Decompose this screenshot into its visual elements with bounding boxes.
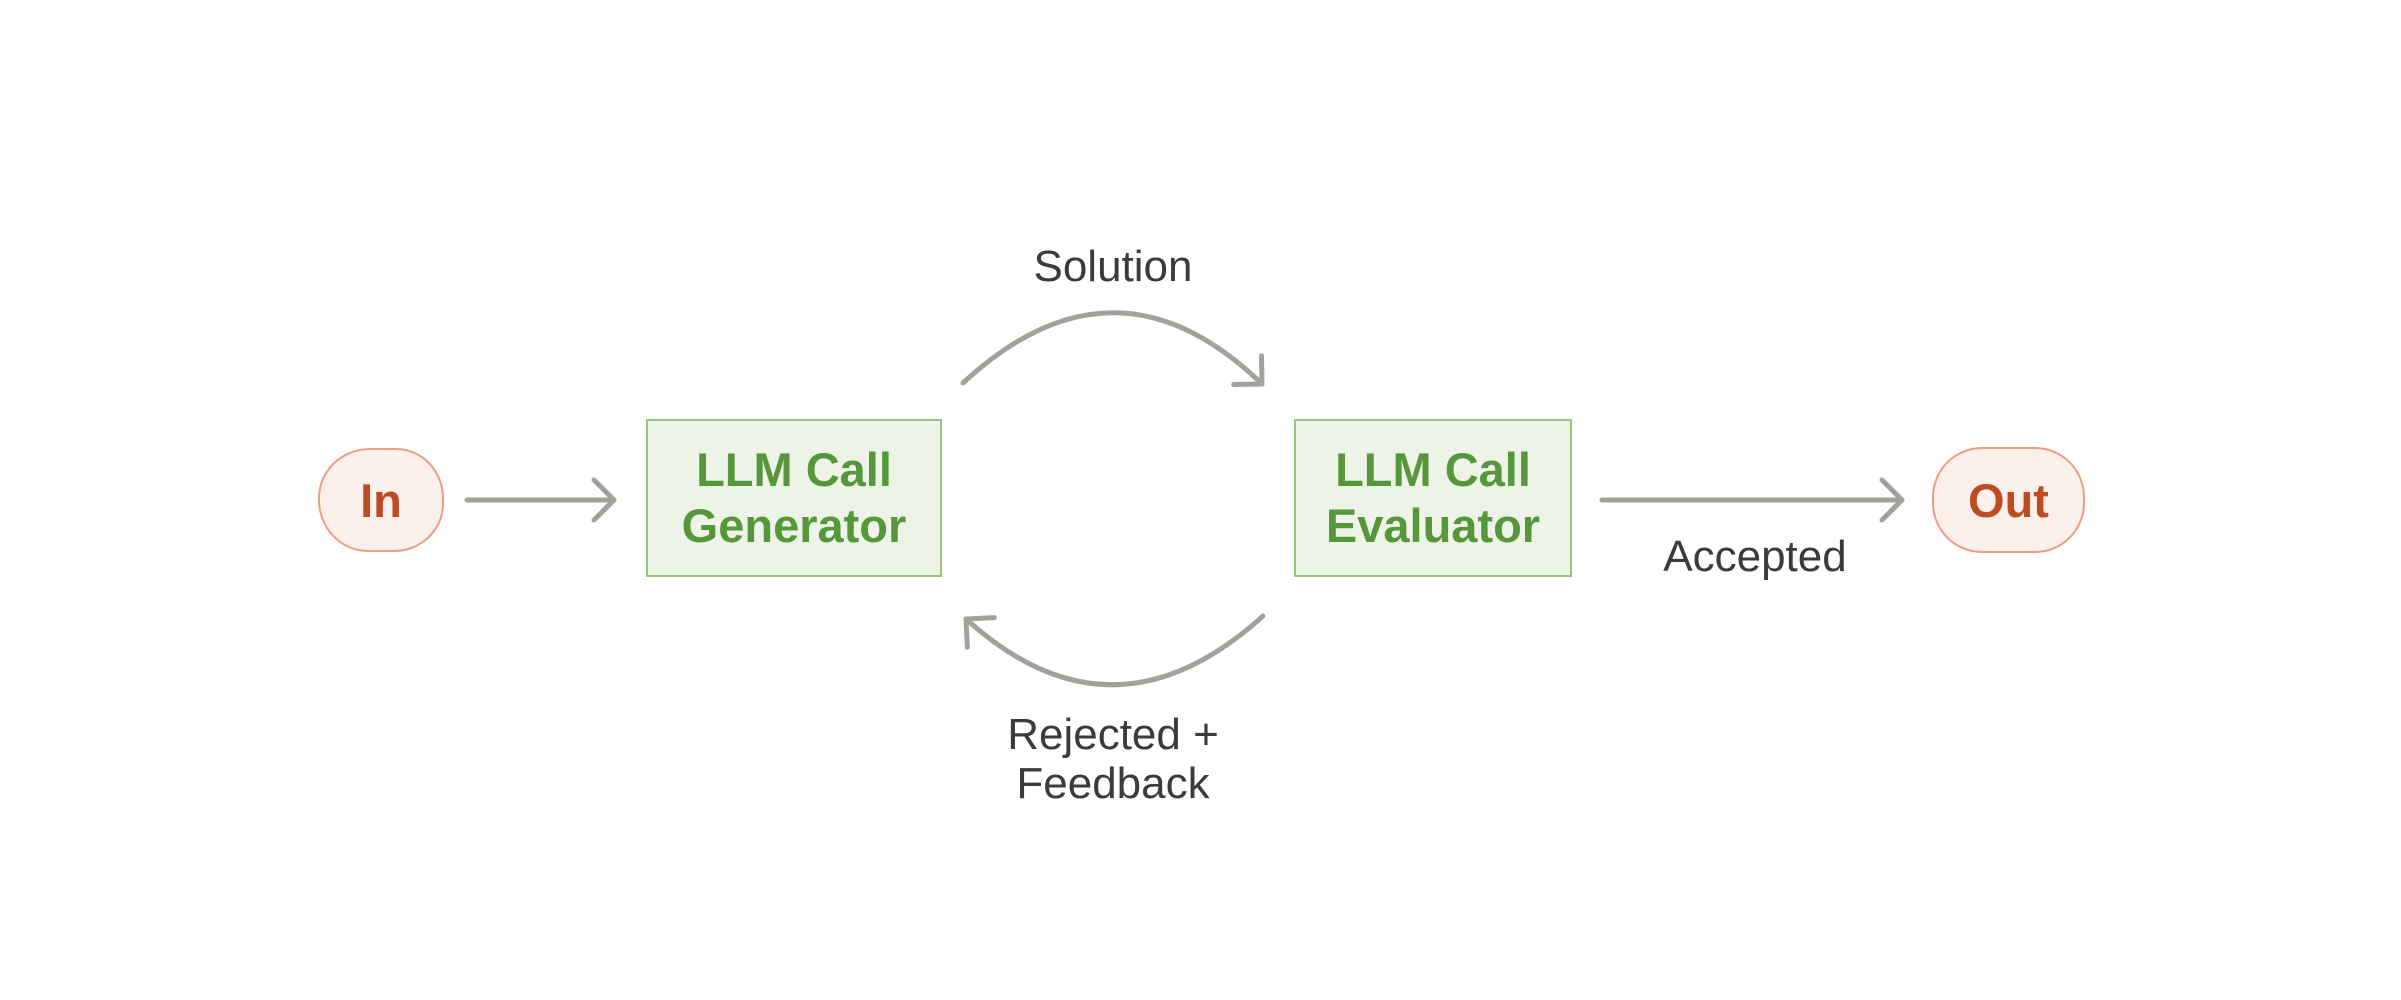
- edge-label-rejected-line2: Feedback: [1016, 759, 1210, 808]
- node-generator-label-line2: Generator: [681, 499, 907, 552]
- node-llm-call-generator: LLM Call Generator: [646, 419, 942, 577]
- node-evaluator-label-line1: LLM Call: [1335, 443, 1531, 496]
- node-out: Out: [1932, 447, 2085, 553]
- edge-label-rejected-feedback: Rejected + Feedback: [1007, 710, 1219, 808]
- node-llm-call-evaluator: LLM Call Evaluator: [1294, 419, 1572, 577]
- node-evaluator-label-line2: Evaluator: [1325, 499, 1541, 552]
- arrow-solution-curve: [960, 310, 1265, 388]
- node-in-label: In: [360, 473, 402, 527]
- arrow-rejected-feedback-curve: [963, 613, 1266, 688]
- node-in: In: [318, 448, 444, 552]
- edge-label-accepted: Accepted: [1663, 532, 1847, 581]
- node-generator-label-line1: LLM Call: [696, 443, 892, 496]
- edge-label-solution: Solution: [1033, 242, 1193, 291]
- node-out-label: Out: [1968, 473, 2049, 527]
- edge-label-rejected-line1: Rejected +: [1007, 710, 1219, 759]
